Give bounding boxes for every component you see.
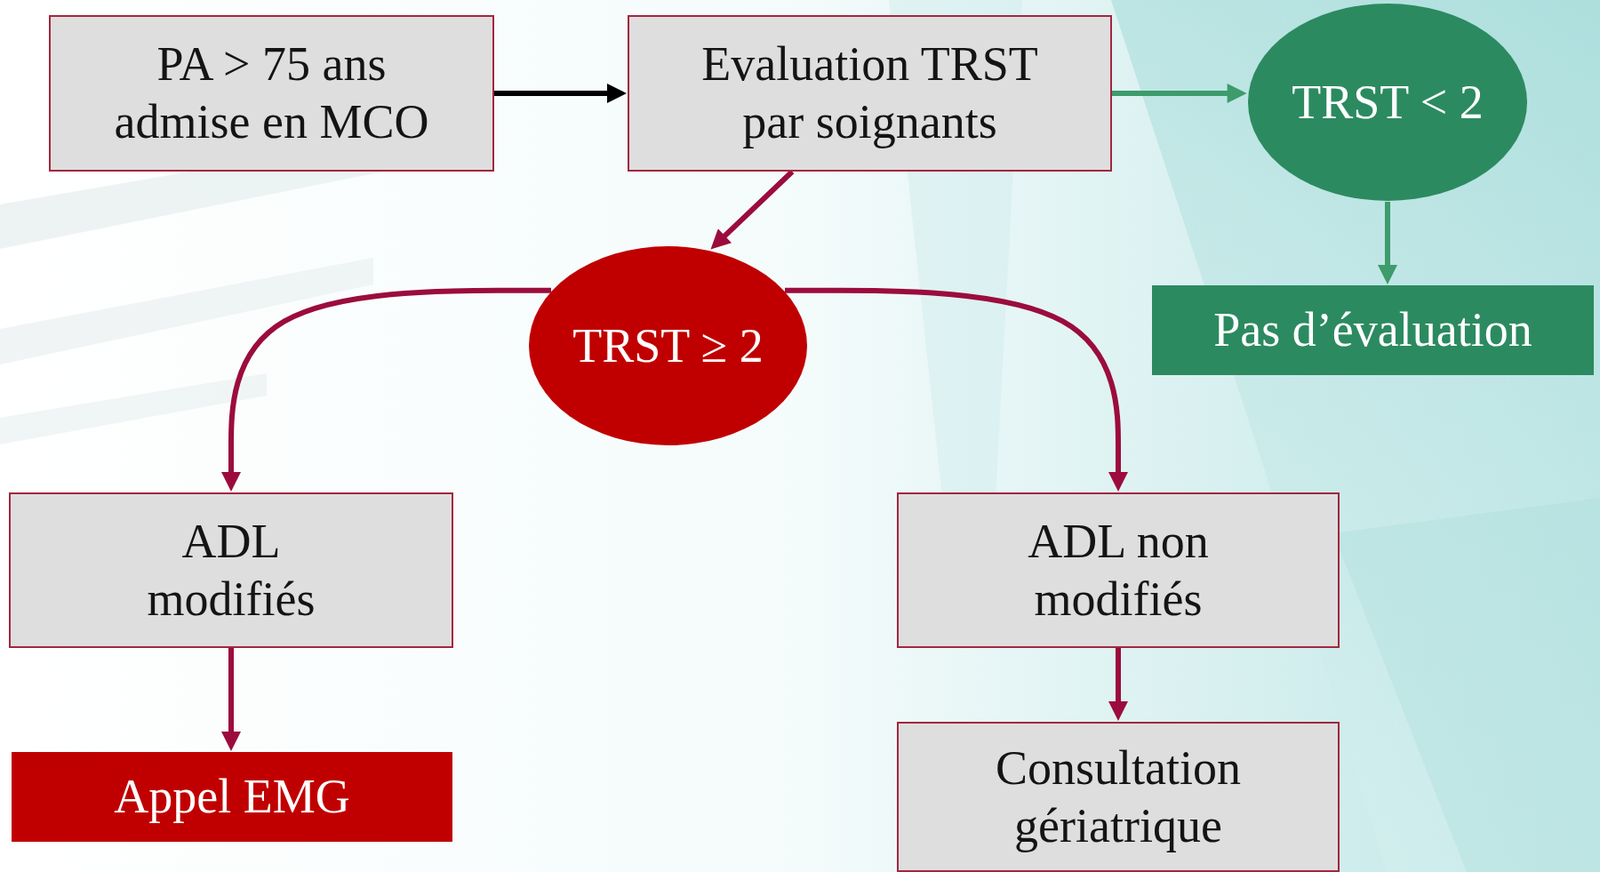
corridor-floor xyxy=(1333,497,1600,872)
process-box: Evaluation TRST par soignants xyxy=(627,15,1112,172)
outcome-box: Appel EMG xyxy=(11,752,453,842)
flow-arrow xyxy=(494,90,617,96)
flow-arrow xyxy=(228,648,234,742)
node-label: TRST < 2 xyxy=(1258,73,1517,132)
ellipse-shape xyxy=(528,246,808,446)
flow-arrow xyxy=(717,171,792,243)
node-label: Evaluation TRST par soignants xyxy=(679,35,1062,152)
node-label: Pas d’évaluation xyxy=(1164,301,1583,360)
flow-arrow xyxy=(1112,90,1238,96)
process-box: ADL modifiés xyxy=(8,492,454,648)
process-box: PA > 75 ans admise en MCO xyxy=(48,15,495,172)
node-label: TRST ≥ 2 xyxy=(539,317,798,376)
corridor-band xyxy=(0,373,267,445)
node-label: ADL non modifiés xyxy=(984,512,1252,629)
node-label: Appel EMG xyxy=(27,768,437,826)
node-label: ADL modifiés xyxy=(111,512,352,629)
ellipse-shape xyxy=(1248,3,1528,201)
flow-arrow xyxy=(784,290,1119,482)
process-box: ADL non modifiés xyxy=(896,492,1340,648)
flow-arrow xyxy=(1384,201,1391,275)
outcome-box: Pas d’évaluation xyxy=(1152,285,1594,376)
process-box: Consultation gériatrique xyxy=(896,721,1340,872)
decision-ellipse: TRST ≥ 2 xyxy=(528,245,808,447)
decision-ellipse: TRST < 2 xyxy=(1247,2,1528,202)
corridor-band xyxy=(0,257,374,365)
node-label: PA > 75 ans admise en MCO xyxy=(94,35,450,152)
flow-arrow xyxy=(231,290,552,482)
flow-arrow xyxy=(1115,648,1121,712)
node-label: Consultation gériatrique xyxy=(944,739,1292,856)
